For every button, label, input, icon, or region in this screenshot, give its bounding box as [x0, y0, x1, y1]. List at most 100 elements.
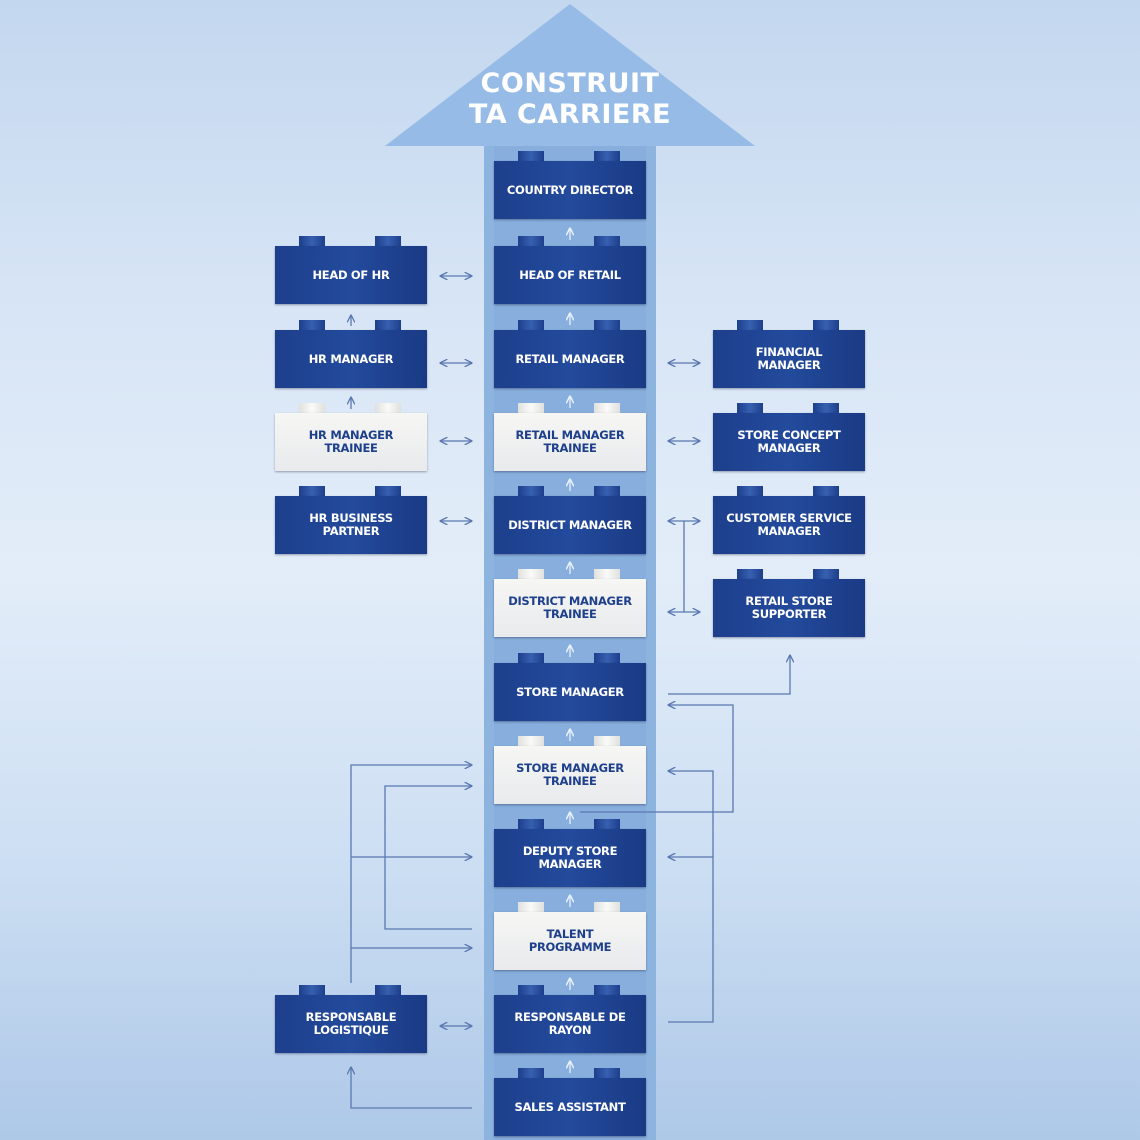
- page-title: CONSTRUIT TA CARRIERE: [468, 68, 672, 130]
- brick-stud: [594, 486, 620, 496]
- arrow-shaft: [484, 140, 656, 1140]
- role-brick-store-manager: STORE MANAGER: [494, 653, 646, 721]
- role-label: RETAIL STORE SUPPORTER: [713, 579, 865, 637]
- brick-stud: [518, 320, 544, 330]
- brick-stud: [737, 569, 763, 579]
- role-label: RESPONSABLE LOGISTIQUE: [275, 995, 427, 1053]
- brick-stud: [518, 736, 544, 746]
- role-brick-responsable-logistique: RESPONSABLE LOGISTIQUE: [275, 985, 427, 1053]
- role-brick-customer-service-manager: CUSTOMER SERVICE MANAGER: [713, 486, 865, 554]
- role-text: RETAIL STORE SUPPORTER: [745, 594, 833, 621]
- role-text: STORE MANAGER TRAINEE: [516, 761, 624, 788]
- brick-stud: [594, 151, 620, 161]
- brick-stud: [594, 403, 620, 413]
- role-brick-country-director: COUNTRY DIRECTOR: [494, 151, 646, 219]
- brick-stud: [299, 985, 325, 995]
- brick-stud: [813, 486, 839, 496]
- brick-stud: [518, 151, 544, 161]
- role-text: DISTRICT MANAGER TRAINEE: [508, 594, 632, 621]
- role-brick-hr-business-partner: HR BUSINESS PARTNER: [275, 486, 427, 554]
- brick-stud: [299, 236, 325, 246]
- role-text: HR BUSINESS PARTNER: [309, 511, 393, 538]
- role-text: SALES ASSISTANT: [514, 1099, 626, 1114]
- brick-stud: [299, 320, 325, 330]
- role-brick-head-of-retail: HEAD OF RETAIL: [494, 236, 646, 304]
- role-brick-responsable-de-rayon: RESPONSABLE DE RAYON: [494, 985, 646, 1053]
- role-label: CUSTOMER SERVICE MANAGER: [713, 496, 865, 554]
- brick-stud: [518, 819, 544, 829]
- brick-stud: [299, 486, 325, 496]
- role-label: FINANCIAL MANAGER: [713, 330, 865, 388]
- brick-stud: [594, 902, 620, 912]
- role-brick-hr-manager-trainee: HR MANAGER TRAINEE: [275, 403, 427, 471]
- brick-stud: [375, 403, 401, 413]
- role-label: RETAIL MANAGER: [494, 330, 646, 388]
- brick-stud: [594, 985, 620, 995]
- role-brick-district-manager: DISTRICT MANAGER: [494, 486, 646, 554]
- role-label: RETAIL MANAGER TRAINEE: [494, 413, 646, 471]
- brick-stud: [375, 486, 401, 496]
- role-text: HEAD OF HR: [312, 267, 390, 282]
- role-text: RESPONSABLE DE RAYON: [514, 1010, 626, 1037]
- role-text: STORE CONCEPT MANAGER: [737, 428, 841, 455]
- brick-stud: [518, 653, 544, 663]
- role-label: COUNTRY DIRECTOR: [494, 161, 646, 219]
- role-brick-hr-manager: HR MANAGER: [275, 320, 427, 388]
- brick-stud: [518, 236, 544, 246]
- role-brick-sales-assistant: SALES ASSISTANT: [494, 1068, 646, 1136]
- brick-stud: [299, 403, 325, 413]
- role-label: STORE MANAGER: [494, 663, 646, 721]
- role-text: HR MANAGER TRAINEE: [308, 428, 394, 455]
- role-text: HR MANAGER: [308, 351, 394, 366]
- role-label: RESPONSABLE DE RAYON: [494, 995, 646, 1053]
- role-brick-talent-programme: TALENT PROGRAMME: [494, 902, 646, 970]
- brick-stud: [375, 985, 401, 995]
- role-label: HR MANAGER: [275, 330, 427, 388]
- role-label: HEAD OF RETAIL: [494, 246, 646, 304]
- brick-stud: [594, 819, 620, 829]
- brick-stud: [813, 569, 839, 579]
- brick-stud: [737, 486, 763, 496]
- role-text: RESPONSABLE LOGISTIQUE: [305, 1010, 397, 1037]
- role-label: STORE CONCEPT MANAGER: [713, 413, 865, 471]
- brick-stud: [518, 1068, 544, 1078]
- role-brick-retail-manager-trainee: RETAIL MANAGER TRAINEE: [494, 403, 646, 471]
- brick-stud: [737, 403, 763, 413]
- brick-stud: [518, 486, 544, 496]
- brick-stud: [594, 1068, 620, 1078]
- role-label: STORE MANAGER TRAINEE: [494, 746, 646, 804]
- brick-stud: [594, 736, 620, 746]
- role-brick-district-manager-trainee: DISTRICT MANAGER TRAINEE: [494, 569, 646, 637]
- role-brick-store-manager-trainee: STORE MANAGER TRAINEE: [494, 736, 646, 804]
- brick-stud: [375, 320, 401, 330]
- role-label: HR MANAGER TRAINEE: [275, 413, 427, 471]
- role-label: DISTRICT MANAGER: [494, 496, 646, 554]
- role-text: RETAIL MANAGER TRAINEE: [515, 428, 625, 455]
- arrow-head: [385, 4, 755, 146]
- role-label: HEAD OF HR: [275, 246, 427, 304]
- role-text: RETAIL MANAGER: [515, 351, 625, 366]
- role-brick-head-of-hr: HEAD OF HR: [275, 236, 427, 304]
- brick-stud: [737, 320, 763, 330]
- brick-stud: [518, 902, 544, 912]
- role-label: DEPUTY STORE MANAGER: [494, 829, 646, 887]
- role-text: DEPUTY STORE MANAGER: [522, 844, 618, 871]
- role-text: HEAD OF RETAIL: [519, 267, 621, 282]
- role-label: SALES ASSISTANT: [494, 1078, 646, 1136]
- role-brick-store-concept-manager: STORE CONCEPT MANAGER: [713, 403, 865, 471]
- role-text: FINANCIAL MANAGER: [755, 345, 823, 372]
- brick-stud: [813, 403, 839, 413]
- brick-stud: [594, 236, 620, 246]
- role-label: DISTRICT MANAGER TRAINEE: [494, 579, 646, 637]
- role-text: DISTRICT MANAGER: [508, 517, 632, 532]
- brick-stud: [518, 403, 544, 413]
- brick-stud: [594, 569, 620, 579]
- role-brick-retail-manager: RETAIL MANAGER: [494, 320, 646, 388]
- role-label: HR BUSINESS PARTNER: [275, 496, 427, 554]
- role-brick-financial-manager: FINANCIAL MANAGER: [713, 320, 865, 388]
- brick-stud: [518, 569, 544, 579]
- role-brick-retail-store-supporter: RETAIL STORE SUPPORTER: [713, 569, 865, 637]
- brick-stud: [813, 320, 839, 330]
